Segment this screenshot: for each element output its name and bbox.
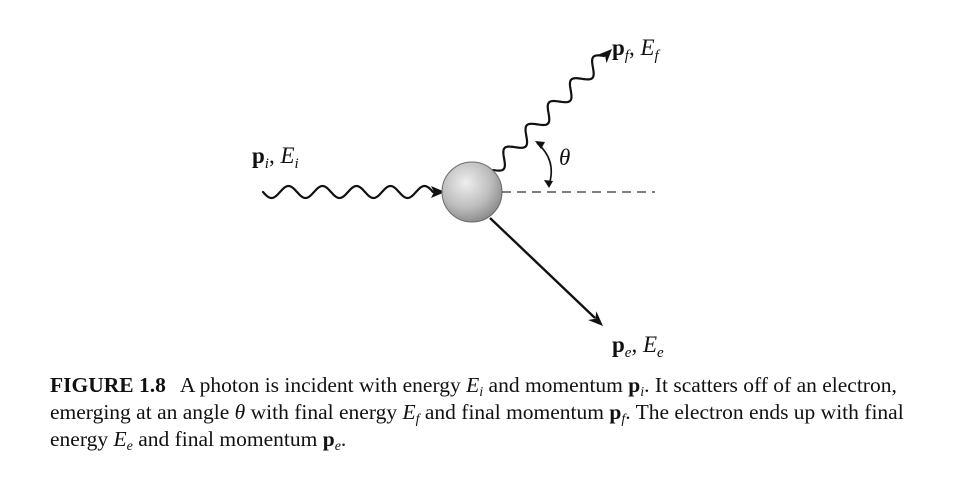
incident-photon-wave (261, 184, 435, 200)
electron-sphere (441, 161, 503, 223)
compton-scattering-diagram (261, 49, 655, 326)
angle-arc (536, 142, 553, 186)
electron-label: pe, Ee (612, 332, 664, 361)
electron-path (489, 217, 596, 319)
incident-arrowhead (431, 186, 445, 198)
angle-arc-head-top (535, 141, 545, 149)
angle-arc-head-bottom (544, 180, 553, 188)
angle-label: θ (559, 145, 571, 170)
scattered-photon-wave (491, 54, 606, 172)
scattered-label: pf, Ef (612, 35, 659, 64)
scattered-arrowhead (597, 49, 612, 64)
incident-label: pi, Ei (252, 143, 299, 172)
electron-arrowhead (588, 311, 603, 326)
figure-number: FIGURE 1.8 (50, 373, 166, 397)
